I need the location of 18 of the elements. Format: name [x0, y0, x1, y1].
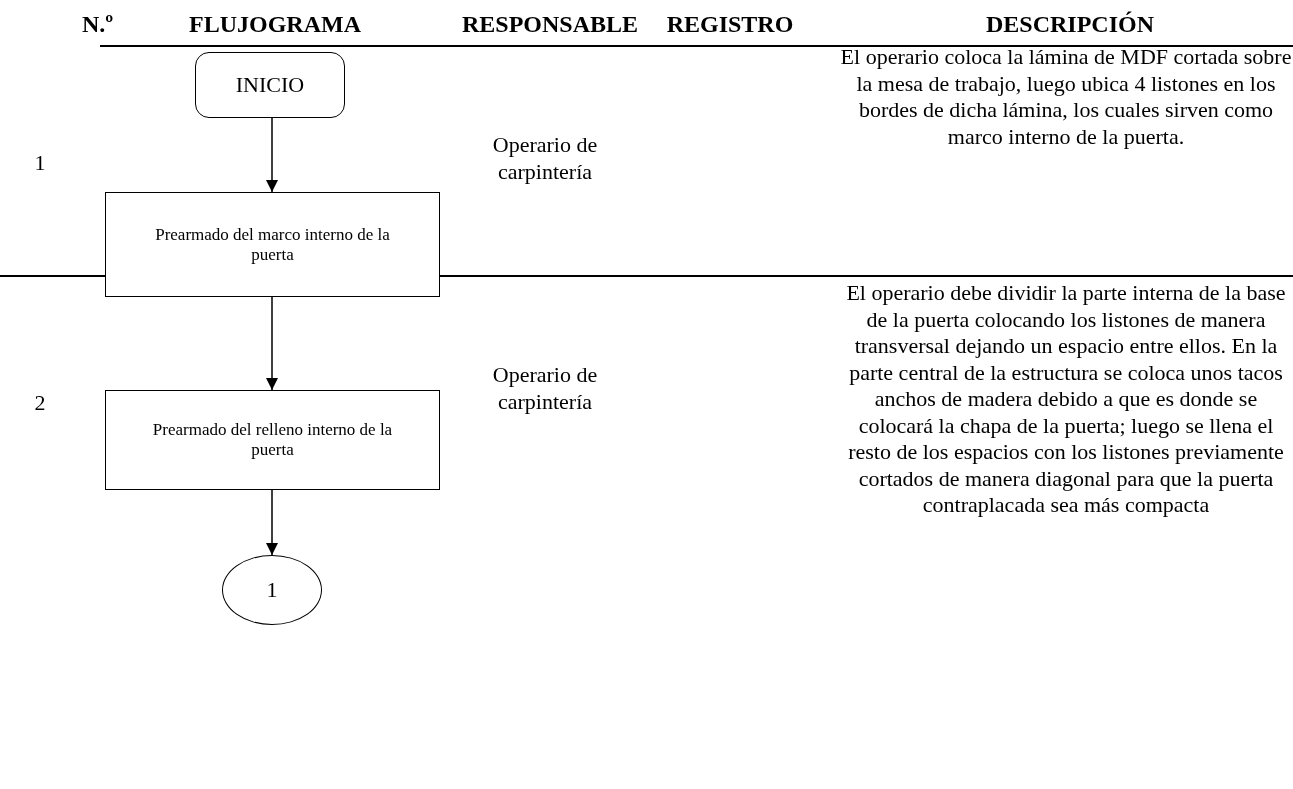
arrow	[266, 117, 278, 193]
connector-circle: 1	[222, 555, 322, 625]
column-header: DESCRIPCIÓN	[985, 10, 1155, 38]
start-terminal: INICIO	[195, 52, 345, 118]
column-header: REGISTRO	[665, 10, 795, 38]
row-number: 2	[33, 390, 47, 417]
responsible-text: Operario de carpintería	[491, 132, 599, 185]
column-header: RESPONSABLE	[460, 10, 640, 38]
responsible-text: Operario de carpintería	[491, 362, 599, 415]
column-header: FLUJOGRAMA	[188, 10, 362, 38]
process-box: Prearmado del marco interno de la puerta	[105, 192, 440, 297]
row-number: 1	[33, 150, 47, 177]
arrow	[266, 296, 278, 391]
process-box: Prearmado del relleno interno de la puerta	[105, 390, 440, 490]
arrow	[266, 489, 278, 556]
description-text: El operario coloca la lámina de MDF cortada sobre la mesa de trabajo, luego ubica 4 listones en los bordes de dicha lámina, los cuales sirven como marco interno de la puerta.	[839, 44, 1293, 150]
column-header: N.º	[82, 10, 115, 38]
description-text: El operario debe dividir la parte interna de la base de la puerta colocando los listones de manera transversal dejando un espacio entre ellos. En la parte central de la estructura se coloca unos tacos anchos de madera debido a que es donde se colocará la chapa de la puerta; luego se llena el resto de los espacios con los listones previamente cortados de manera diagonal para que la puerta contraplacada sea más compacta	[845, 280, 1287, 519]
